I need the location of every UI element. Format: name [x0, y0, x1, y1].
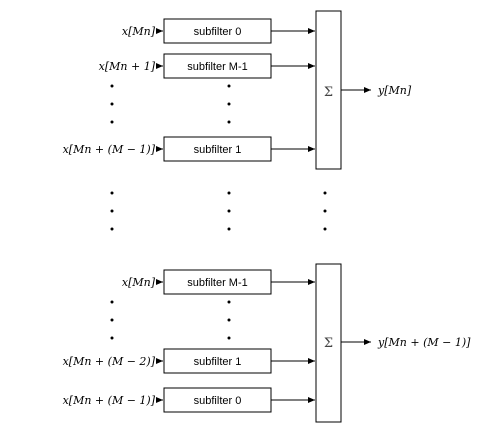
top-subfilter-label-2: subfilter 1	[194, 144, 242, 156]
bottom-input-dot	[110, 318, 114, 322]
top-input-label-0: x[Mn]	[122, 25, 156, 38]
bottom-subfilter-label-0: subfilter M-1	[187, 277, 248, 289]
bottom-filter-dot	[227, 318, 231, 322]
top-input-dot	[110, 84, 114, 88]
ellipsis-dot	[110, 227, 114, 231]
top-sigma-symbol: Σ	[324, 85, 333, 100]
bottom-subfilter-box-1	[163, 348, 272, 374]
group-ellipsis	[110, 191, 327, 231]
top-summer-box	[315, 10, 342, 170]
bottom-filter-dot	[227, 300, 231, 304]
top-subfilter-box-0	[163, 18, 272, 44]
ellipsis-dot	[323, 191, 327, 195]
top-output-label: y[Mn]	[377, 84, 412, 97]
top-input-label-1: x[Mn + 1]	[99, 60, 156, 73]
ellipsis-dot	[110, 191, 114, 195]
bottom-subfilter-label-2: subfilter 0	[194, 395, 242, 407]
top-subfilter-box-1	[163, 53, 272, 79]
bottom-input-label-0: x[Mn]	[122, 276, 156, 289]
top-subfilter-label-1: subfilter M-1	[187, 61, 248, 73]
top-input-dot	[110, 120, 114, 124]
top-subfilter-box-2	[163, 136, 272, 162]
ellipsis-dot	[227, 227, 231, 231]
bottom-input-dot	[110, 300, 114, 304]
top-filter-dot	[227, 120, 231, 124]
ellipsis-dot	[323, 227, 327, 231]
bottom-input-label-1: x[Mn + (M − 2)]	[63, 355, 156, 368]
top-input-dot	[110, 102, 114, 106]
ellipsis-dot	[110, 209, 114, 213]
top-input-label-2: x[Mn + (M − 1)]	[63, 143, 156, 156]
ellipsis-dot	[227, 191, 231, 195]
ellipsis-dot	[323, 209, 327, 213]
bottom-output-label: y[Mn + (M − 1)]	[377, 336, 471, 349]
top-filter-dot	[227, 84, 231, 88]
bottom-group: x[Mn] x[Mn + (M − 2)] x[Mn + (M − 1)] su…	[63, 263, 471, 423]
bottom-subfilter-label-1: subfilter 1	[194, 356, 242, 368]
bottom-sigma-symbol: Σ	[324, 336, 333, 351]
bottom-filter-dot	[227, 336, 231, 340]
top-filter-dot	[227, 102, 231, 106]
bottom-input-label-2: x[Mn + (M − 1)]	[63, 394, 156, 407]
top-group: x[Mn] x[Mn + 1] x[Mn + (M − 1)] subfilte…	[63, 10, 412, 170]
bottom-summer-box	[315, 263, 342, 423]
bottom-subfilter-box-0	[163, 269, 272, 295]
bottom-subfilter-box-2	[163, 387, 272, 413]
bottom-input-dot	[110, 336, 114, 340]
ellipsis-dot	[227, 209, 231, 213]
top-subfilter-label-0: subfilter 0	[194, 26, 242, 38]
